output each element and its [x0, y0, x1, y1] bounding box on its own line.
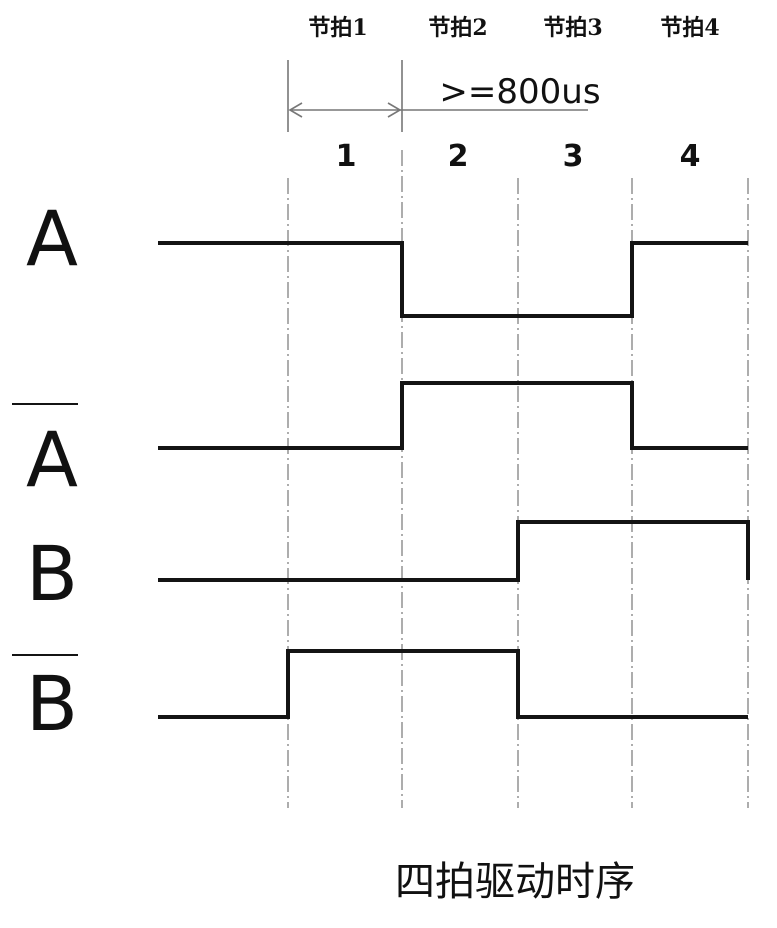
waveform-a — [158, 241, 748, 318]
signal-label-b-bar: B — [26, 659, 78, 748]
signal-label-b: B — [26, 529, 78, 618]
beat-header-3: 节拍3 — [543, 15, 602, 41]
waveform-b — [158, 520, 750, 582]
beat-header-4: 节拍4 — [660, 15, 719, 41]
signal-label-a-bar: A — [26, 415, 78, 504]
beat-number-3: 3 — [563, 139, 584, 174]
beat-header-2: 节拍2 — [428, 15, 487, 41]
beat-number-1: 1 — [336, 139, 357, 174]
interval-arrowhead-left-icon — [288, 102, 303, 118]
interval-label: >=800us — [439, 72, 600, 112]
beat-header-1: 节拍1 — [308, 15, 367, 41]
waveform-a-bar — [158, 381, 748, 450]
waveforms — [158, 241, 750, 719]
beat-number-4: 4 — [680, 139, 701, 174]
interval-annotation: >=800us — [287, 60, 601, 132]
diagram-caption: 四拍驱动时序 — [395, 859, 635, 905]
signal-label-a: A — [26, 194, 78, 283]
beat-number-2: 2 — [448, 139, 469, 174]
waveform-b-bar — [158, 649, 748, 719]
